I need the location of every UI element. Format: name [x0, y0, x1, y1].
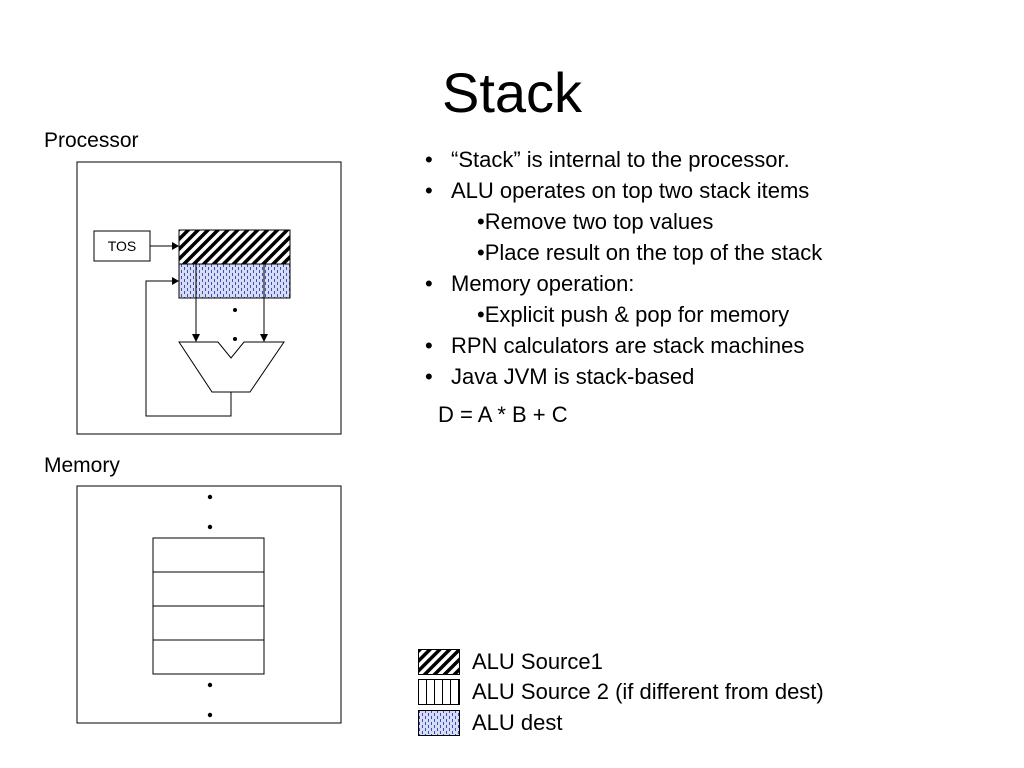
bullet-item: RPN calculators are stack machines	[425, 330, 822, 361]
memory-ellipsis-dot	[207, 682, 213, 688]
memory-ellipsis-dot	[207, 494, 213, 500]
legend-label: ALU dest	[472, 710, 563, 735]
alu-input-left-arrowhead	[192, 334, 200, 342]
processor-box	[76, 161, 342, 435]
stack-top-entry	[178, 229, 291, 265]
tos-label: TOS	[108, 238, 137, 254]
legend-item-source2: ALU Source 2 (if different from dest)	[418, 677, 898, 707]
alu-feedback-arrowhead	[172, 277, 179, 285]
legend-swatch-vertical-lines	[418, 679, 460, 705]
legend-swatch-dotted	[418, 710, 460, 736]
tos-pointer-arrowhead	[172, 242, 179, 250]
stack-ellipsis-dot	[233, 337, 237, 341]
bullet-item: Memory operation:	[425, 268, 822, 299]
memory-ellipsis-dot	[207, 524, 213, 530]
alu-input-right-arrowhead	[260, 334, 268, 342]
sub-bullet-item: Explicit push & pop for memory	[425, 299, 822, 330]
memory-ellipsis-dot	[207, 712, 213, 718]
stack-ellipsis-dot	[233, 308, 237, 312]
bullet-item: ALU operates on top two stack items	[425, 175, 822, 206]
sub-bullet-item: Place result on the top of the stack	[425, 237, 823, 268]
legend-label: ALU Source 2 (if different from dest)	[472, 679, 824, 704]
memory-label: Memory	[44, 454, 120, 477]
bullet-list: “Stack” is internal to the processor. AL…	[425, 144, 822, 392]
legend-item-dest: ALU dest	[418, 708, 898, 738]
memory-cell	[152, 537, 265, 573]
memory-cell	[152, 571, 265, 607]
bullet-item: “Stack” is internal to the processor.	[425, 144, 822, 175]
memory-cell	[152, 639, 265, 675]
sub-bullet-item: Remove two top values	[425, 206, 822, 237]
legend-item-source1: ALU Source1	[418, 647, 898, 677]
memory-box	[76, 485, 342, 724]
alu-feedback-line	[145, 280, 232, 417]
bullet-item: Java JVM is stack-based	[425, 361, 822, 392]
processor-label: Processor	[44, 129, 139, 152]
alu-shape	[178, 341, 285, 393]
page-title: Stack	[441, 61, 583, 124]
equation: D = A * B + C	[438, 402, 568, 427]
memory-cell	[152, 605, 265, 641]
tos-box	[93, 230, 151, 262]
legend-label: ALU Source1	[472, 649, 603, 674]
legend-swatch-hatch	[418, 649, 460, 675]
